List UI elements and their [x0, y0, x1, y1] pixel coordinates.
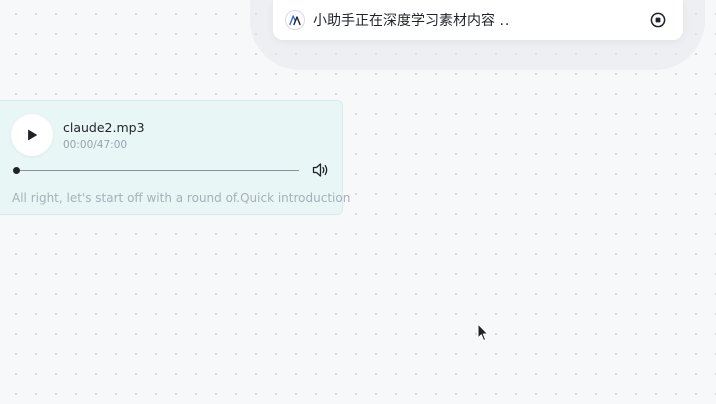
audio-file-name: claude2.mp3: [63, 120, 145, 135]
stop-circle-icon: [650, 12, 666, 28]
play-button[interactable]: [11, 114, 53, 156]
audio-progress-track[interactable]: [15, 170, 299, 171]
volume-icon: [312, 163, 328, 177]
status-loading-dots: ..: [499, 13, 511, 29]
assistant-status-bar: 小助手正在深度学习素材内容 ..: [273, 0, 683, 40]
volume-button[interactable]: [312, 162, 329, 178]
audio-transcript: All right, let's start off with a round …: [12, 191, 351, 205]
play-icon: [28, 129, 37, 141]
audio-progress-handle[interactable]: [13, 167, 20, 174]
status-message: 小助手正在深度学习素材内容: [313, 13, 495, 29]
mouse-cursor-icon: [477, 323, 489, 341]
stop-button[interactable]: [649, 11, 667, 29]
assistant-logo-icon: [285, 10, 305, 30]
audio-time: 00:00/47:00: [63, 139, 128, 151]
audio-player-card: claude2.mp3 00:00/47:00 All right, let's…: [0, 100, 350, 215]
assistant-status-text: 小助手正在深度学习素材内容 ..: [313, 10, 649, 30]
